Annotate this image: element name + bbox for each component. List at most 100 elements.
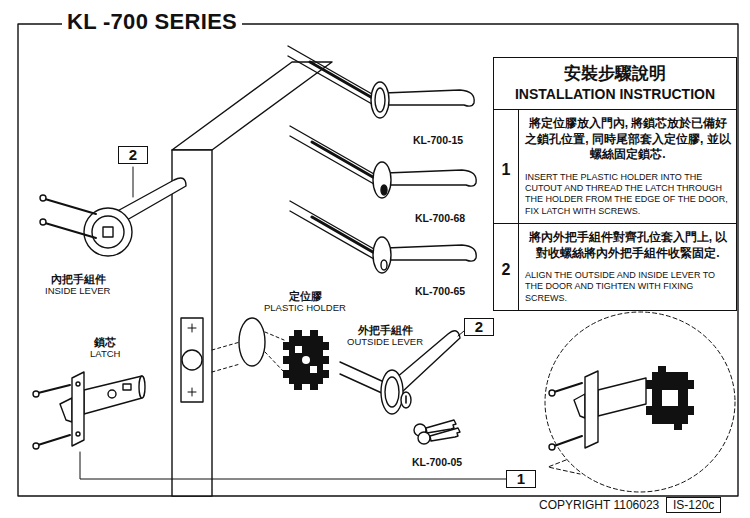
screw-head [40,195,46,201]
panel-heading-en: INSTALLATION INSTRUCTION [494,84,736,109]
step-text-en: INSERT THE PLASTIC HOLDER INTO THE CUTOU… [525,172,731,217]
latch-body [84,376,142,414]
part-label: 鎖芯 [93,336,117,349]
part-label: LATCH [89,349,121,360]
outside-lever [340,331,460,414]
faceplate-hole [76,382,80,386]
document-code: IS-120c [673,498,714,512]
detail-circle [545,312,735,492]
door-edge [172,150,212,496]
leader-line [133,167,134,197]
lever-rose [371,82,389,118]
lever-rose-inner [385,377,399,407]
lever-rose [373,237,391,273]
holder-tooth [646,406,652,415]
holder-tooth [283,342,289,350]
holder-tooth [283,356,289,364]
sheet-frame [18,24,738,496]
step-body: 將內外把手組件對齊孔位套入門上, 以對收螺絲將內外把手組件收緊固定.ALIGN … [518,224,736,310]
key-cylinder [401,392,411,408]
callout-number: 1 [514,471,528,487]
lever-variant [290,201,476,273]
faceplate-hole [76,432,80,436]
spindle [290,126,374,174]
latch-faceplate [585,371,598,448]
screw-head [33,443,39,449]
spindle [340,374,384,394]
callout-box: 2 [118,146,148,164]
screw-head [549,444,555,450]
part-label: OUTSIDE LEVER [346,337,424,348]
part-label: 內把手組件 [50,273,107,286]
holder-body [652,372,688,424]
latch-hole [182,350,202,370]
lever-handle [384,90,474,106]
screw [38,385,70,393]
series-title: KL -700 SERIES [62,9,242,35]
instruction-step: 2將內外把手組件對齊孔位套入門上, 以對收螺絲將內外把手組件收緊固定.ALIGN… [494,223,736,310]
detail-view [549,366,694,450]
screw [45,223,96,238]
lever-variant [288,46,474,118]
holder-tooth [294,330,302,336]
part-label: 定位膠 [288,290,323,303]
screw-head [33,391,39,397]
holder-hole [662,390,678,406]
lever-handle [386,170,476,186]
step-number: 2 [494,224,518,310]
screw [554,383,582,392]
part-label: KL-700-05 [411,456,463,468]
part-label: KL-700-68 [414,212,466,224]
latch-bolt [60,398,72,422]
lever-rose [373,162,391,198]
callout-box: 2 [464,318,494,336]
part-label: INSIDE LEVER [44,286,111,297]
screw [554,436,582,446]
callout-number: 2 [472,319,486,335]
spindle [290,136,374,184]
holder-tooth [310,330,318,336]
key-bow [418,432,430,444]
latch-hole [108,390,116,398]
instruction-panel: 安裝步驟說明INSTALLATION INSTRUCTION1將定位膠放入門內,… [493,57,737,311]
plastic-holder [646,366,694,430]
latch-body [598,378,646,416]
spindle [288,56,372,104]
key-blade [430,428,460,441]
screw [38,435,70,445]
spindle [290,201,374,249]
lever-rose [381,370,403,414]
latch-cutout [181,318,203,402]
leader-line [80,452,506,479]
holder-tooth [323,356,329,364]
holder-tooth [323,342,329,350]
part-label: KL-700-65 [414,285,466,297]
holder-hole [310,366,317,373]
step-body: 將定位膠放入門內, 將鎖芯放於已備好之鎖孔位置, 同時尾部套入定位膠, 並以螺絲… [518,110,736,223]
screw-marks [188,324,196,396]
guide-lines [212,332,284,372]
callout-box: 1 [506,470,536,488]
holder-tooth [323,370,329,378]
latch-faceplate [72,372,84,446]
holder-hole [295,346,302,353]
document-code-box: IS-120c [666,497,721,513]
spindle-hole [103,227,113,237]
holder-tooth [310,384,318,390]
bore-hole [239,318,265,366]
holder-hole [302,356,310,364]
spindle [312,142,378,180]
step-text-zh: 將內外把手組件對齊孔位套入門上, 以對收螺絲將內外把手組件收緊固定. [525,228,731,267]
step-text-en: ALIGN THE OUTSIDE AND INSIDE LEVER TO TH… [525,270,731,304]
lever-handle [386,245,476,261]
step-text-zh: 將定位膠放入門內, 將鎖芯放於已備好之鎖孔位置, 同時尾部套入定位膠, 並以螺絲… [525,114,731,169]
spindle [290,211,374,259]
keyway [405,396,407,403]
step-number: 1 [494,110,518,223]
spindle [288,46,372,94]
holder-tooth [688,380,694,389]
emergency-slot [381,260,387,270]
part-label: KL-700-15 [412,134,464,146]
holder-tooth [658,366,666,372]
spindle [310,62,376,100]
